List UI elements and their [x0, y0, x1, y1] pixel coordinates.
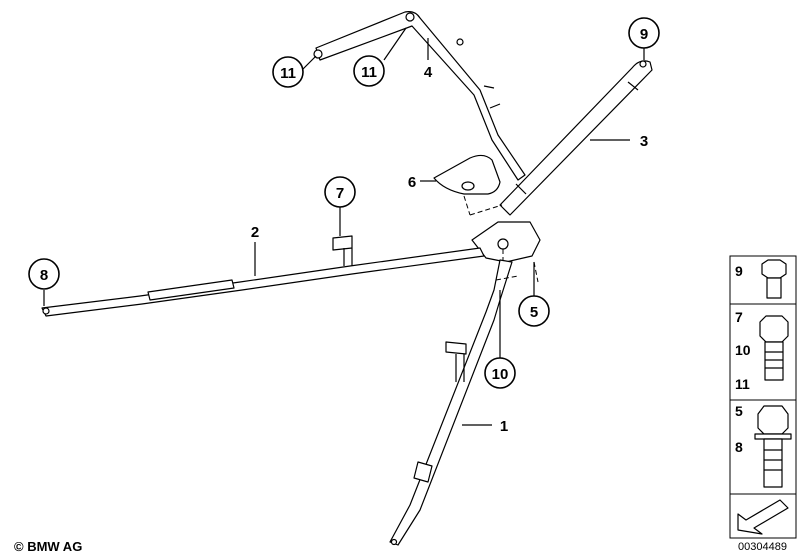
callout-5[interactable]: 5 [518, 295, 550, 327]
fastener-legend: 9 7 10 11 5 8 [729, 255, 797, 539]
svg-text:11: 11 [361, 64, 377, 81]
callout-11-right[interactable]: 11 [353, 55, 385, 87]
callout-11-left[interactable]: 11 [272, 56, 304, 88]
callout-10[interactable]: 10 [484, 357, 516, 389]
part-2-horizontal-strut [41, 235, 485, 317]
legend-row-bolt-medium: 7 10 11 [735, 309, 789, 392]
svg-text:10: 10 [735, 342, 751, 358]
svg-text:5: 5 [530, 304, 538, 321]
callout-6[interactable]: 6 [408, 174, 416, 191]
svg-text:8: 8 [735, 439, 743, 455]
hex-bolt-small-icon [761, 259, 787, 299]
svg-text:10: 10 [492, 366, 509, 383]
direction-arrow-icon [737, 499, 789, 535]
flange-bolt-large-icon [754, 405, 792, 488]
part-1-lower-strut [389, 259, 539, 546]
svg-text:2: 2 [251, 224, 259, 241]
svg-text:9: 9 [640, 26, 648, 43]
svg-text:9: 9 [735, 263, 743, 279]
svg-text:6: 6 [408, 174, 416, 191]
callout-2[interactable]: 2 [251, 224, 259, 241]
part-3-diagonal-strut [499, 60, 653, 216]
reference-number: 00304489 [738, 541, 787, 553]
svg-text:11: 11 [280, 65, 296, 82]
hex-bolt-medium-icon [759, 315, 789, 381]
callout-1[interactable]: 1 [500, 418, 508, 435]
callout-8[interactable]: 8 [28, 258, 60, 290]
svg-text:1: 1 [500, 418, 508, 435]
svg-text:3: 3 [640, 133, 648, 150]
legend-row-bolt-large: 5 8 [735, 403, 792, 488]
part-6-bracket [433, 154, 503, 216]
copyright-text: © BMW AG [14, 539, 83, 554]
svg-text:4: 4 [424, 64, 433, 81]
callout-7[interactable]: 7 [324, 176, 356, 208]
svg-text:11: 11 [735, 376, 750, 392]
legend-row-bolt-small: 9 [735, 259, 787, 299]
part-4-upper-strut [313, 11, 526, 181]
svg-text:5: 5 [735, 403, 743, 419]
callout-9[interactable]: 9 [628, 17, 660, 49]
leader-lines [43, 27, 645, 426]
callout-3[interactable]: 3 [640, 133, 648, 150]
callout-4[interactable]: 4 [424, 64, 433, 81]
svg-text:7: 7 [336, 185, 344, 202]
svg-text:8: 8 [40, 267, 48, 284]
svg-text:7: 7 [735, 309, 743, 325]
